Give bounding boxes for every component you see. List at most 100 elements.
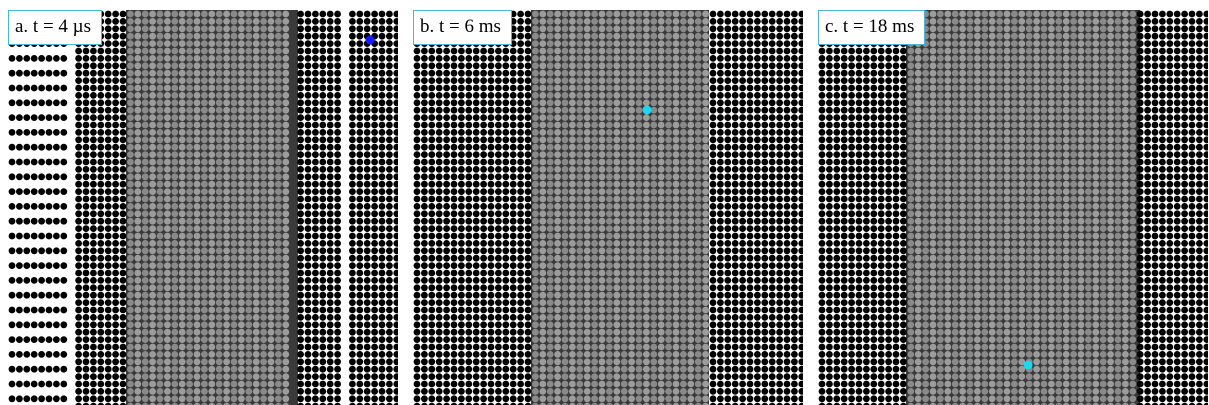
particle [554,225,561,232]
particle [216,166,223,173]
particle [613,262,620,269]
particle [658,55,665,62]
particle [525,262,532,269]
particle [275,381,282,388]
particle [393,122,398,129]
particle [606,247,613,254]
particle [23,395,30,402]
particle [38,351,45,358]
particle [201,395,208,402]
particle [480,166,487,173]
particle [754,40,761,47]
particle [547,114,554,121]
particle [673,85,680,92]
particle [687,159,694,166]
particle [680,277,687,284]
particle [157,114,164,121]
particle [710,151,717,158]
particle [628,366,635,373]
particle [414,270,421,277]
particle [312,18,319,25]
particle [436,284,443,291]
particle [23,114,30,121]
particle [495,129,502,136]
particle [658,247,665,254]
particle [16,99,23,106]
particle [386,40,393,47]
particle [238,299,245,306]
particle [584,77,591,84]
particle [75,159,82,166]
particle [186,210,193,217]
particle [436,388,443,395]
particle [502,277,509,284]
particle [134,107,141,114]
particle [569,99,576,106]
particle [371,188,378,195]
particle [97,366,104,373]
particle [702,136,709,143]
particle [334,218,341,225]
particle [97,388,104,395]
particle [547,255,554,262]
particle [747,262,754,269]
particle [443,292,450,299]
particle [658,292,665,299]
particle [554,366,561,373]
particle [569,299,576,306]
particle [90,159,97,166]
particle [238,218,245,225]
particle [120,188,127,195]
particle [473,129,480,136]
particle [223,307,230,314]
particle [216,85,223,92]
particle [532,203,539,210]
particle [334,255,341,262]
particle [547,11,554,18]
particle [31,321,38,328]
particle [120,277,127,284]
particle [680,48,687,55]
particle [687,307,694,314]
particle [386,381,393,388]
particle [599,299,606,306]
particle [599,122,606,129]
particle [414,114,421,121]
particle [194,196,201,203]
particle [739,314,746,321]
particle [275,85,282,92]
particle [194,136,201,143]
particle [569,351,576,358]
particle [532,166,539,173]
particle [747,114,754,121]
particle [179,151,186,158]
particle [739,159,746,166]
particle [127,55,134,62]
particle [517,270,524,277]
particle [658,336,665,343]
particle [547,344,554,351]
particle [525,284,532,291]
particle [473,166,480,173]
particle [282,99,289,106]
particle [223,107,230,114]
particle [628,62,635,69]
particle [650,77,657,84]
particle [569,240,576,247]
particle [488,210,495,217]
particle [53,203,60,210]
particle [268,336,275,343]
particle [613,255,620,262]
particle [414,136,421,143]
particle [747,25,754,32]
particle [127,114,134,121]
particle [253,173,260,180]
particle [171,122,178,129]
particle [134,381,141,388]
particle [436,233,443,240]
particle [164,92,171,99]
particle [710,247,717,254]
particle [164,40,171,47]
particle [539,255,546,262]
particle [186,299,193,306]
